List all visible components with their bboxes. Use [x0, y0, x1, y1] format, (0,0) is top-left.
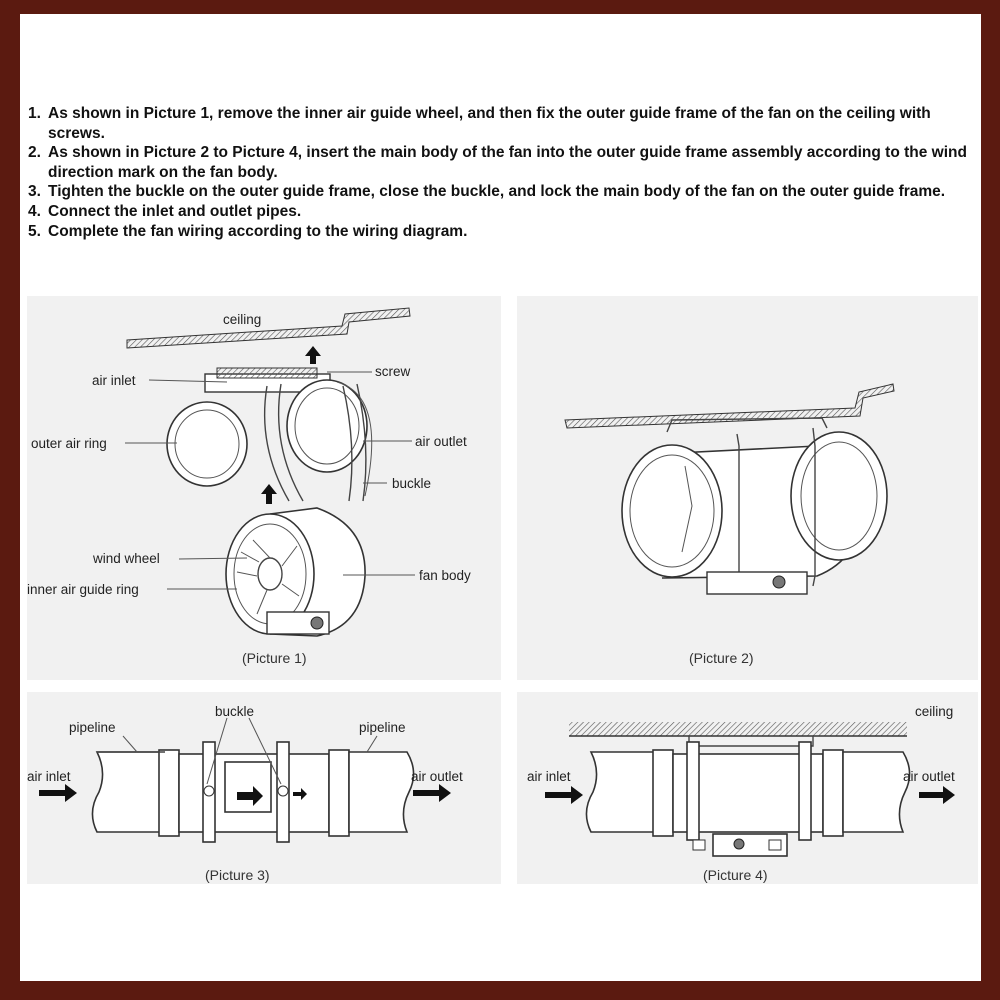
step-number: 1. [28, 105, 41, 122]
picture-1-diagram: ceiling air inlet screw outer air ring a… [27, 307, 471, 666]
picture-2-panel: (Picture 2) [517, 296, 978, 680]
step-number: 4. [28, 202, 41, 220]
instruction-step-3: 3. Tighten the buckle on the outer guide… [28, 182, 978, 202]
picture-3-diagram: buckle pipeline pipeline air inlet air o… [27, 704, 463, 883]
picture-4-diagram: ceiling air inlet air outlet (Picture 4) [527, 704, 955, 883]
picture-1-caption: (Picture 1) [242, 650, 307, 666]
picture-4-caption: (Picture 4) [703, 867, 768, 883]
step-number: 2. [28, 144, 41, 162]
label-ceiling: ceiling [915, 704, 953, 719]
label-air-inlet: air inlet [27, 769, 71, 784]
picture-2-diagram: (Picture 2) [564, 383, 895, 666]
instruction-step-1: 1. As shown in Picture 1, remove the inn… [28, 104, 978, 143]
up-arrow-icon [305, 346, 321, 364]
label-wind-wheel: wind wheel [92, 551, 160, 566]
label-screw: screw [375, 364, 411, 379]
label-air-inlet: air inlet [92, 373, 136, 388]
fan-body-drawing [225, 507, 366, 637]
step-number: 3. [28, 183, 41, 201]
label-air-outlet: air outlet [415, 434, 467, 449]
picture-3-caption: (Picture 3) [205, 867, 270, 883]
leader-line [148, 379, 228, 383]
label-fan-body: fan body [419, 568, 471, 583]
step-number: 5. [28, 222, 41, 240]
leader-line [122, 735, 138, 753]
ceiling-plate [126, 307, 411, 349]
label-pipeline-left: pipeline [69, 720, 116, 735]
direction-arrow-icon [237, 786, 263, 806]
leader-line [248, 717, 282, 785]
step-text: Tighten the buckle on the outer guide fr… [48, 183, 946, 201]
label-air-outlet: air outlet [411, 769, 463, 784]
pipeline-assembly-drawing [91, 741, 415, 843]
ceiling-plate [564, 383, 895, 429]
step-text: Connect the inlet and outlet pipes. [48, 202, 302, 220]
air-outlet-arrow-icon [413, 784, 451, 802]
instruction-step-4: 4. Connect the inlet and outlet pipes. [28, 202, 978, 222]
air-inlet-arrow-icon [545, 786, 583, 804]
instruction-step-5: 5. Complete the fan wiring according to … [28, 222, 978, 242]
air-inlet-arrow-icon [39, 784, 77, 802]
fan-assembly-drawing [621, 417, 888, 595]
label-buckle: buckle [392, 476, 431, 491]
ceiling-surface [569, 722, 907, 736]
picture-2-caption: (Picture 2) [689, 650, 754, 666]
step-text: As shown in Picture 1, remove the inner … [48, 105, 931, 142]
label-inner-air-guide-ring: inner air guide ring [27, 582, 139, 597]
label-air-inlet: air inlet [527, 769, 571, 784]
leader-line [178, 557, 248, 560]
leader-line [206, 717, 228, 785]
label-outer-air-ring: outer air ring [31, 436, 107, 451]
instruction-step-2: 2. As shown in Picture 2 to Picture 4, i… [28, 143, 978, 182]
label-buckle: buckle [215, 704, 254, 719]
label-pipeline-right: pipeline [359, 720, 406, 735]
picture-3-panel: buckle pipeline pipeline air inlet air o… [27, 692, 501, 884]
step-text: Complete the fan wiring according to the… [48, 222, 468, 240]
instruction-list: 1. As shown in Picture 1, remove the inn… [28, 104, 978, 241]
air-outlet-arrow-icon [919, 786, 955, 804]
picture-1-panel: ceiling air inlet screw outer air ring a… [27, 296, 501, 680]
label-air-outlet: air outlet [903, 769, 955, 784]
outer-guide-frame [166, 367, 373, 502]
picture-4-panel: ceiling air inlet air outlet (Picture 4) [517, 692, 978, 884]
label-ceiling: ceiling [223, 312, 261, 327]
pipeline-assembly-drawing [585, 736, 911, 857]
step-text: As shown in Picture 2 to Picture 4, inse… [48, 144, 967, 181]
leader-line [366, 735, 378, 753]
small-arrow-icon [293, 788, 307, 800]
up-arrow-icon [261, 484, 277, 504]
